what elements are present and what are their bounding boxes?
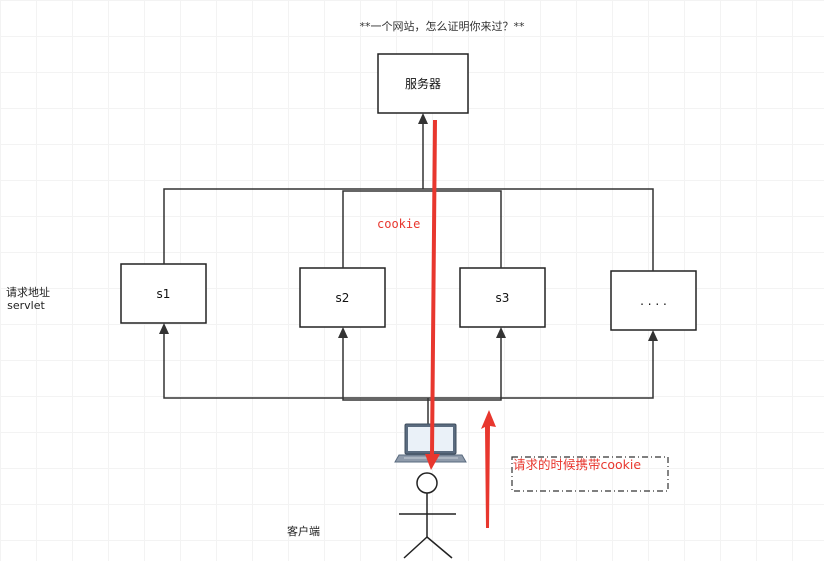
- server-label: 服务器: [404, 77, 441, 91]
- servlet-label-s2: s2: [335, 290, 350, 305]
- server-arrowhead: [418, 113, 428, 124]
- request-address-label: 请求地址 servlet: [6, 286, 50, 312]
- servlet-label-s1: s1: [156, 286, 171, 301]
- servlet-box-s2[interactable]: [299, 267, 386, 328]
- cookie-request-arrow: [481, 410, 496, 528]
- servlet-arrowheads: [159, 323, 658, 341]
- servlet-box-s3[interactable]: [459, 267, 546, 328]
- stick-figure-user-icon: [399, 472, 456, 559]
- client-label: 客户端: [287, 525, 320, 538]
- diagram-title: **一个网站，怎么证明你来过？**: [359, 20, 525, 33]
- servlet-label-more: . . . .: [640, 293, 667, 308]
- request-address-line2: servlet: [7, 299, 45, 312]
- request-address-line1: 请求地址: [6, 286, 50, 299]
- cookie-label: cookie: [377, 217, 421, 231]
- note-label: 请求的时候携带cookie: [513, 457, 642, 472]
- servlet-box-more[interactable]: [610, 270, 697, 331]
- servlet-label-s3: s3: [495, 290, 510, 305]
- server-box[interactable]: [377, 53, 469, 114]
- upper-connector-lines: [163, 122, 654, 271]
- note-box[interactable]: [511, 456, 669, 492]
- lower-connector-lines: [163, 332, 654, 424]
- cookie-response-arrow: [425, 120, 440, 470]
